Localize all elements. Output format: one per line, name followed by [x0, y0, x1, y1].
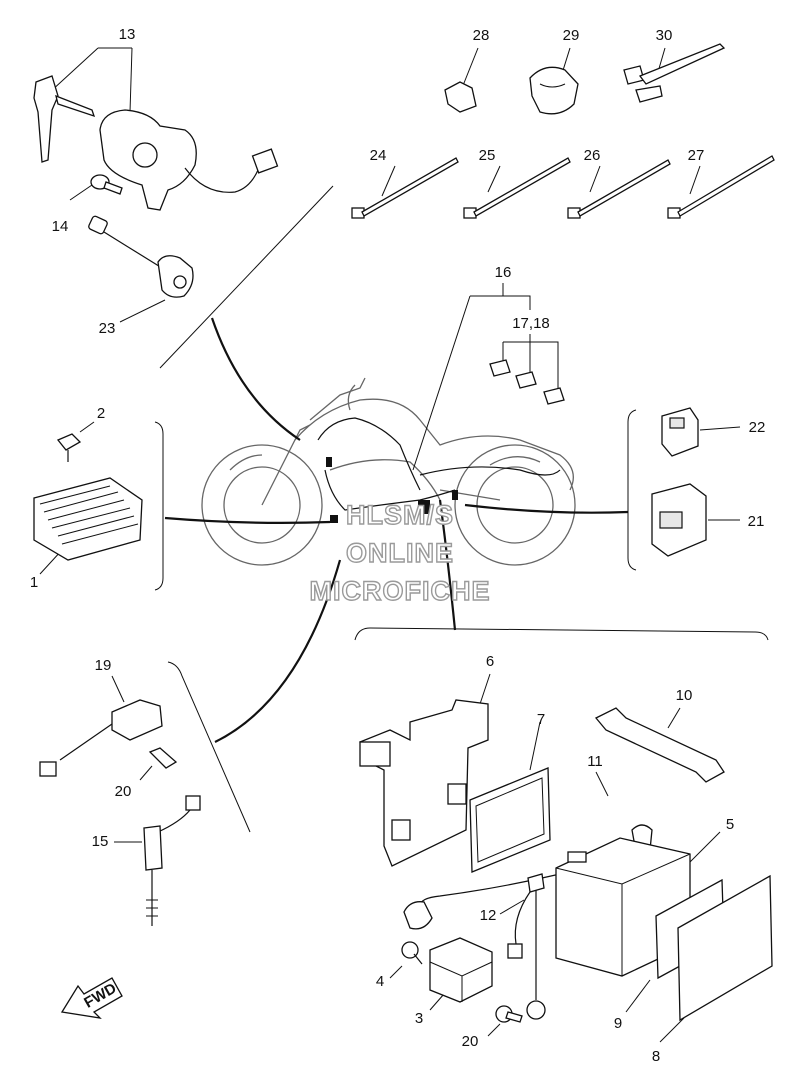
part-21-flasher-relay: [651, 483, 740, 557]
part-27-cable-tie: [667, 155, 775, 219]
callout-24: 24: [370, 147, 387, 164]
part-13-main-switch: [33, 47, 279, 211]
callout-20-lower: 20: [462, 1033, 479, 1050]
callout-19: 19: [95, 657, 112, 674]
part-15-switch: [114, 795, 201, 926]
part-4-screw: [389, 941, 423, 979]
part-23-lock: [88, 215, 194, 323]
callout-13: 13: [119, 26, 136, 43]
callout-17-18: 17,18: [512, 315, 550, 332]
callout-3: 3: [415, 1010, 423, 1027]
callout-2: 2: [97, 405, 105, 422]
part-24-cable-tie: [351, 157, 459, 219]
callout-9: 9: [614, 1015, 622, 1032]
part-20-screw-upper: [139, 747, 178, 781]
callout-22: 22: [749, 419, 766, 436]
leader-lines: [154, 185, 769, 833]
part-8-plate: [659, 874, 773, 1043]
callout-15: 15: [92, 833, 109, 850]
callout-12: 12: [480, 907, 497, 924]
callout-30: 30: [656, 27, 673, 44]
part-19-sensor: [39, 675, 163, 777]
callout-16: 16: [495, 264, 512, 281]
callout-4: 4: [376, 973, 384, 990]
callout-29: 29: [563, 27, 580, 44]
watermark-line-1: HLSM/S: [346, 500, 454, 530]
callout-14: 14: [52, 218, 69, 235]
part-2-bolt: [56, 421, 95, 462]
callout-6: 6: [486, 653, 494, 670]
watermark-line-2: ONLINE: [346, 538, 454, 568]
callout-10: 10: [676, 687, 693, 704]
part-1-rectifier-regulator: [33, 477, 143, 575]
watermark: HLSM/S ONLINE MICROFICHE: [309, 499, 491, 606]
part-29-clip: [529, 47, 579, 115]
part-25-cable-tie: [463, 157, 571, 219]
callout-1: 1: [30, 574, 38, 591]
callout-11: 11: [587, 753, 603, 770]
part-12-negative-lead: [499, 873, 546, 1020]
part-14-screw: [69, 174, 123, 201]
part-30-cable-tie: [623, 43, 726, 103]
part-6-battery-box: [359, 673, 491, 867]
part-20-screw-lower: [487, 1005, 523, 1037]
callout-7: 7: [537, 711, 545, 728]
callout-20-upper: 20: [115, 783, 132, 800]
callout-26: 26: [584, 147, 601, 164]
callout-5: 5: [726, 816, 734, 833]
callout-23: 23: [99, 320, 116, 337]
callout-27: 27: [688, 147, 705, 164]
part-3-starter-relay: [429, 937, 493, 1011]
part-17-18-fuses: [489, 359, 565, 405]
watermark-line-3: MICROFICHE: [310, 576, 491, 606]
part-10-battery-band: [594, 707, 725, 783]
part-28-clip: [444, 47, 479, 113]
part-22-relay: [661, 407, 741, 457]
motorcycle-silhouette: [201, 377, 576, 566]
part-26-cable-tie: [567, 159, 671, 219]
callout-8: 8: [652, 1048, 660, 1065]
callout-28: 28: [473, 27, 490, 44]
callout-labels: 1 2 3 4 5 6 7 8 9 10 11 12 13 14 15 16 1…: [30, 26, 766, 1065]
part-7-plate: [469, 721, 551, 873]
callout-25: 25: [479, 147, 496, 164]
forward-arrow: FWD: [60, 977, 123, 1019]
callout-21: 21: [748, 513, 765, 530]
